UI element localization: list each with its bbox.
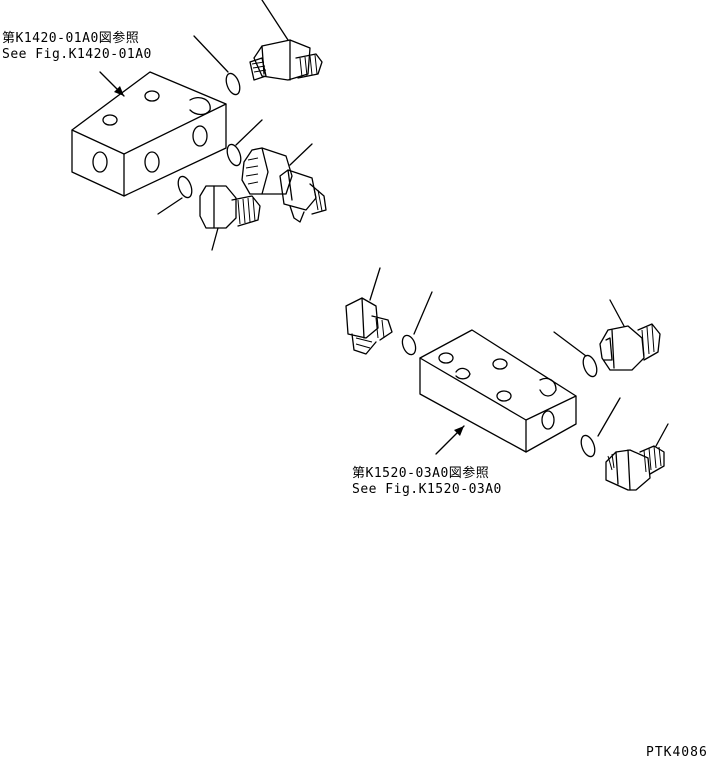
leader-o-ring-5	[553, 331, 587, 357]
upper-elbow-fitting	[249, 39, 323, 81]
upper-manifold-block	[71, 71, 227, 197]
o-ring-2	[226, 143, 242, 167]
leader-upper-straight	[211, 227, 219, 251]
lower-manifold-block	[419, 329, 577, 453]
lower-right-elbow-fitting	[605, 445, 665, 491]
leader-o-ring-2	[235, 119, 263, 146]
o-ring-5	[582, 354, 598, 378]
upper-ref-jp-label: 第K1420-01A0図参照	[2, 31, 140, 46]
leader-o-ring-3	[157, 197, 183, 215]
upper-ref-en-label: See Fig.K1420-01A0	[2, 47, 152, 62]
lower-block-leader	[435, 425, 465, 455]
o-ring-6	[580, 434, 596, 458]
lower-ref-en-label: See Fig.K1520-03A0	[352, 482, 502, 497]
lower-ref-jp-label: 第K1520-03A0図参照	[352, 466, 490, 481]
leader-o-ring-4	[413, 291, 433, 335]
leader-upper-swivel	[289, 143, 313, 166]
leader-lower-right-elbow	[655, 423, 669, 447]
upper-swivel-fitting	[241, 147, 327, 223]
lower-right-straight-fitting	[599, 323, 661, 371]
o-ring-3	[177, 175, 193, 199]
leader-upper-elbow	[261, 0, 289, 41]
upper-straight-fitting	[199, 185, 261, 229]
drawing-code-label: PTK4086	[646, 745, 708, 760]
leader-o-ring-6	[597, 397, 621, 437]
lower-left-elbow-fitting	[345, 297, 393, 355]
leader-o-ring-1	[193, 35, 229, 73]
upper-block-leader	[99, 71, 125, 97]
o-ring-4	[401, 334, 417, 356]
o-ring-1	[225, 72, 241, 96]
leader-lower-left-elbow	[369, 267, 381, 301]
leader-lower-right-straight	[609, 299, 625, 327]
